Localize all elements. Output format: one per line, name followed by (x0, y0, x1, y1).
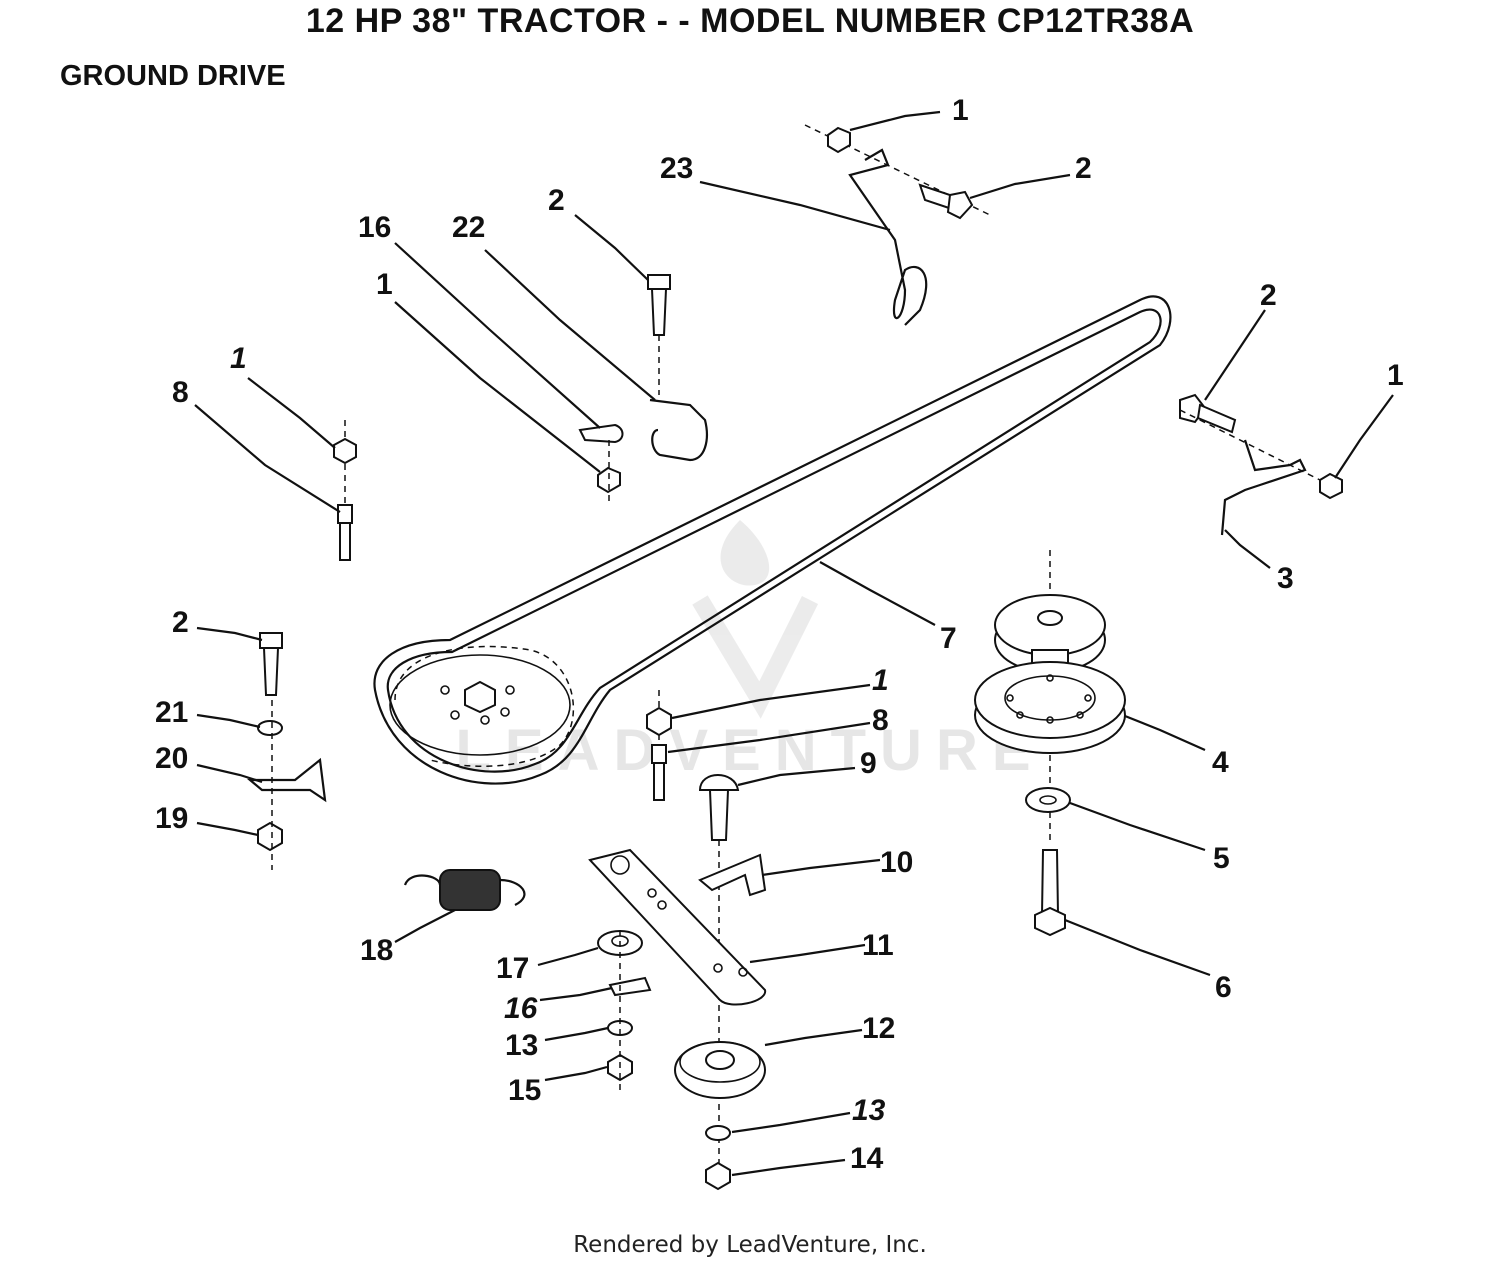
callout-1: 1 (376, 268, 393, 301)
callout-1: 1 (1387, 359, 1404, 392)
callout-15: 15 (508, 1074, 541, 1107)
engine-pulley (389, 654, 571, 756)
callout-8: 8 (172, 376, 189, 409)
callout-17: 17 (496, 952, 529, 985)
callout-8: 8 (872, 704, 889, 737)
callout-4: 4 (1212, 746, 1229, 779)
part-4-double-pulley (974, 550, 1126, 790)
part-11-idler-arm (588, 848, 767, 1006)
callout-16: 16 (358, 211, 391, 244)
callout-10: 10 (880, 846, 913, 879)
callout-labels: 1 2 23 2 16 22 1 2 1 3 1 8 7 2 21 20 19 … (155, 94, 1404, 1175)
callout-9: 9 (860, 747, 877, 780)
part-10-bracket (698, 853, 767, 897)
page-title: 12 HP 38" TRACTOR - - MODEL NUMBER CP12T… (305, 2, 1195, 40)
callout-23: 23 (660, 152, 693, 185)
callout-20: 20 (155, 742, 188, 775)
callout-16: 16 (504, 992, 538, 1025)
watermark-logo (692, 520, 819, 719)
footer-credit: Rendered by LeadVenture, Inc. (573, 1232, 927, 1258)
part-8-bolt-left (333, 420, 357, 561)
callout-18: 18 (360, 934, 393, 967)
part-18-spring (403, 869, 526, 911)
callout-1: 1 (872, 664, 889, 697)
callout-3: 3 (1277, 562, 1294, 595)
callout-12: 12 (862, 1012, 895, 1045)
section-title: GROUND DRIVE (60, 60, 286, 92)
leader-lines (194, 110, 1394, 1177)
callout-2: 2 (1075, 152, 1092, 185)
part-6-bolt (1034, 849, 1066, 937)
callout-21: 21 (155, 696, 188, 729)
callout-6: 6 (1215, 971, 1232, 1004)
callout-22: 22 (452, 211, 485, 244)
callout-11: 11 (862, 929, 894, 962)
callout-13: 13 (505, 1029, 538, 1062)
callout-13: 13 (852, 1094, 886, 1127)
callout-7: 7 (940, 622, 957, 655)
idler-spacers-left (597, 930, 652, 1090)
center-fasteners (646, 690, 740, 1180)
callout-2: 2 (1260, 279, 1277, 312)
callout-14: 14 (850, 1142, 884, 1175)
part-23-belt-guide (804, 124, 991, 326)
callout-2: 2 (172, 606, 189, 639)
idler-bolt-assembly-left (246, 632, 327, 870)
drive-belt (373, 295, 1172, 785)
part-22-belt-guide (578, 274, 708, 505)
callout-1: 1 (230, 342, 247, 375)
callout-19: 19 (155, 802, 188, 835)
part-3-belt-guide (1179, 393, 1343, 536)
part-12-idler-pulley (674, 1041, 766, 1191)
callout-5: 5 (1213, 842, 1230, 875)
callout-2: 2 (548, 184, 565, 217)
callout-1: 1 (952, 94, 969, 127)
part-5-washer (1025, 787, 1071, 845)
